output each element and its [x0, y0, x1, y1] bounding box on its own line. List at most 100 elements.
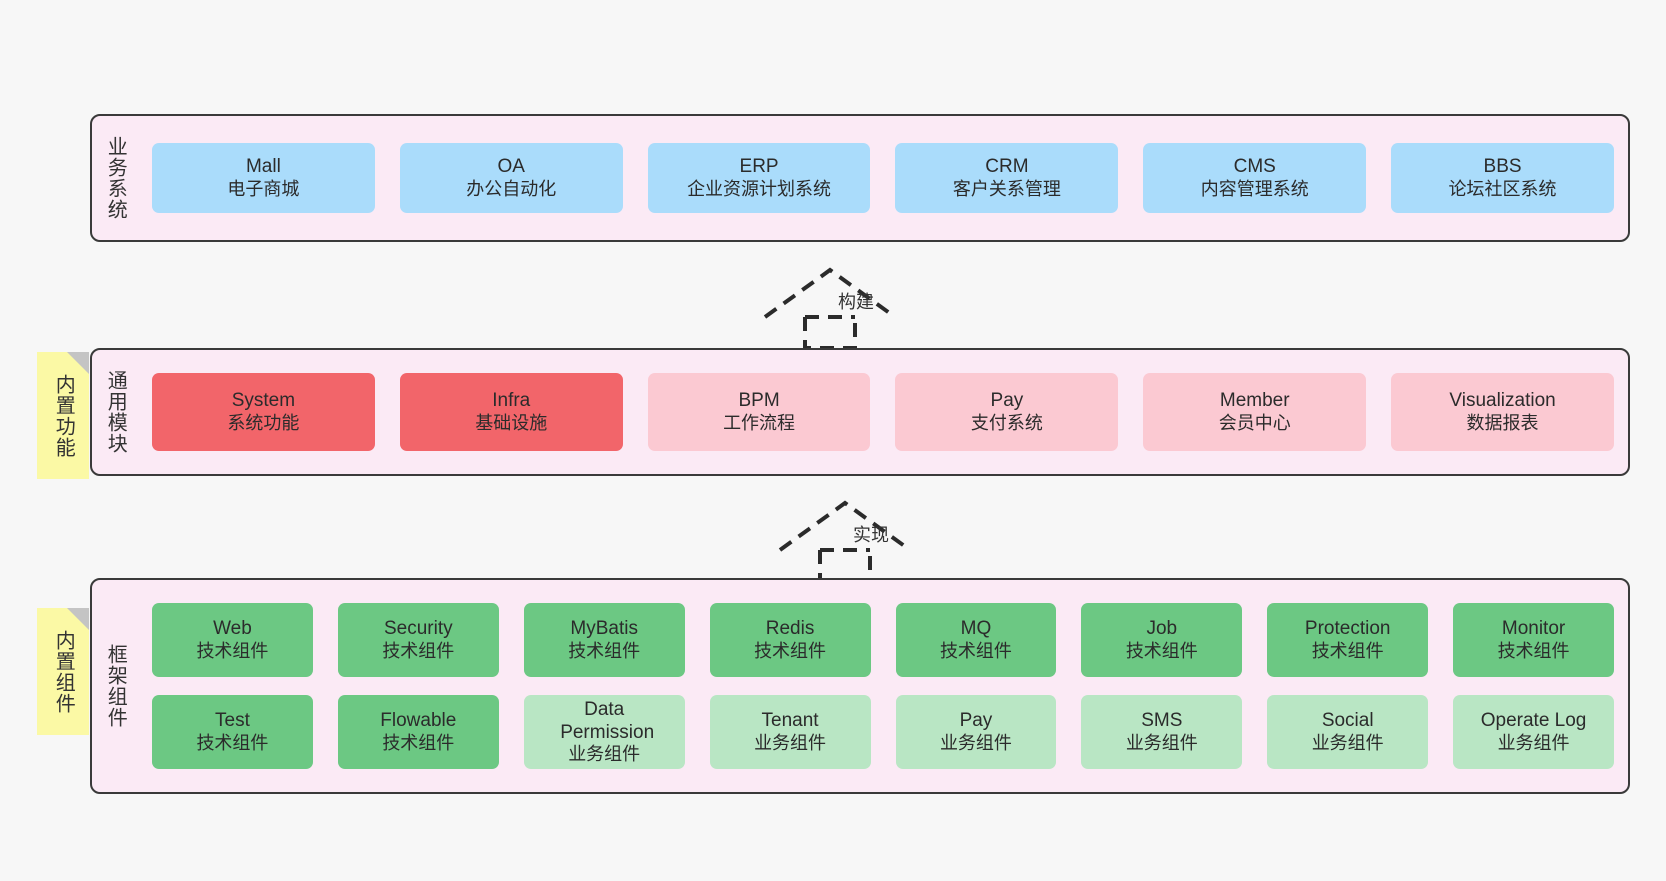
card-title: OA	[497, 156, 525, 178]
card-job[interactable]: Job 技术组件	[1081, 603, 1243, 677]
card-title: System	[231, 390, 296, 412]
card-pay-component[interactable]: Pay 业务组件	[895, 695, 1057, 769]
connector-build: 构建	[760, 262, 910, 350]
card-subtitle: 系统功能	[227, 412, 300, 433]
card-monitor[interactable]: Monitor 技术组件	[1453, 603, 1614, 677]
card-subtitle: 业务组件	[1497, 732, 1570, 753]
card-data-permission[interactable]: Data Permission 业务组件	[523, 695, 685, 769]
card-subtitle: 技术组件	[754, 640, 827, 661]
connector-implement-label: 实现	[853, 525, 889, 545]
card-sms[interactable]: SMS 业务组件	[1081, 695, 1243, 769]
card-title: Infra	[492, 390, 531, 412]
card-subtitle: 客户关系管理	[952, 178, 1061, 199]
card-cms[interactable]: CMS 内容管理系统	[1143, 143, 1367, 213]
connector-implement: 实现	[775, 495, 925, 583]
card-title: Tenant	[761, 710, 819, 732]
common-module-layer-label: 通用模块	[104, 370, 127, 454]
card-subtitle: 基础设施	[475, 412, 548, 433]
common-module-layer: 通用模块 System 系统功能 Infra 基础设施 BPM 工作流程 Pay	[90, 348, 1630, 476]
card-crm[interactable]: CRM 客户关系管理	[895, 143, 1119, 213]
card-title: BBS	[1483, 156, 1522, 178]
card-subtitle: 技术组件	[1125, 640, 1198, 661]
card-mybatis[interactable]: MyBatis 技术组件	[523, 603, 685, 677]
card-subtitle: 技术组件	[939, 640, 1012, 661]
card-infra[interactable]: Infra 基础设施	[399, 373, 623, 451]
card-title: Job	[1146, 618, 1178, 640]
card-visualization[interactable]: Visualization 数据报表	[1391, 373, 1614, 451]
card-protection[interactable]: Protection 技术组件	[1267, 603, 1429, 677]
card-title: Pay	[959, 710, 993, 732]
framework-component-layer-label: 框架组件	[104, 644, 127, 728]
card-title: BPM	[738, 390, 780, 412]
card-title: Monitor	[1501, 618, 1566, 640]
framework-biz-row: Test 技术组件 Flowable 技术组件 Data Permission …	[152, 695, 1614, 769]
card-subtitle: 企业资源计划系统	[687, 178, 832, 199]
card-subtitle: 会员中心	[1218, 412, 1291, 433]
card-title: Web	[213, 618, 252, 640]
card-subtitle: 业务组件	[754, 732, 827, 753]
build-arrow-icon	[763, 267, 897, 350]
framework-component-layer: 框架组件 Web 技术组件 Security 技术组件 MyBatis 技术组件…	[90, 578, 1630, 794]
card-subtitle: 技术组件	[196, 640, 269, 661]
card-title: Test	[215, 710, 250, 732]
card-subtitle: 内容管理系统	[1200, 178, 1309, 199]
card-member[interactable]: Member 会员中心	[1143, 373, 1367, 451]
card-subtitle: 论坛社区系统	[1448, 178, 1557, 199]
card-subtitle: 技术组件	[1311, 640, 1384, 661]
card-subtitle: 业务组件	[939, 732, 1012, 753]
card-subtitle: 支付系统	[970, 412, 1043, 433]
card-web[interactable]: Web 技术组件	[152, 603, 313, 677]
connector-build-label: 构建	[838, 292, 874, 312]
card-subtitle: 业务组件	[568, 744, 641, 765]
card-title: Protection	[1304, 618, 1391, 640]
card-title: ERP	[739, 156, 779, 178]
card-test[interactable]: Test 技术组件	[152, 695, 313, 769]
card-title: Mall	[245, 156, 281, 178]
note-label: 内置组件	[52, 629, 75, 714]
card-subtitle: 技术组件	[382, 640, 455, 661]
card-flowable[interactable]: Flowable 技术组件	[337, 695, 499, 769]
card-mq[interactable]: MQ 技术组件	[895, 603, 1057, 677]
card-oa[interactable]: OA 办公自动化	[399, 143, 623, 213]
card-subtitle: 业务组件	[1311, 732, 1384, 753]
card-title: MyBatis	[570, 618, 638, 640]
card-subtitle: 技术组件	[382, 732, 455, 753]
business-system-layer: 业务系统 Mall 电子商城 OA 办公自动化 ERP 企业资源计划系统 CRM	[90, 114, 1630, 242]
framework-component-cards: Web 技术组件 Security 技术组件 MyBatis 技术组件 Redi…	[138, 580, 1628, 792]
card-operate-log[interactable]: Operate Log 业务组件	[1453, 695, 1614, 769]
note-builtin-components: 内置组件	[37, 608, 89, 735]
card-subtitle: 技术组件	[1497, 640, 1570, 661]
card-redis[interactable]: Redis 技术组件	[709, 603, 871, 677]
card-bbs[interactable]: BBS 论坛社区系统	[1391, 143, 1614, 213]
card-title: SMS	[1141, 710, 1183, 732]
note-label: 内置功能	[52, 373, 75, 458]
card-system[interactable]: System 系统功能	[152, 373, 375, 451]
card-security[interactable]: Security 技术组件	[337, 603, 499, 677]
card-title: MQ	[960, 618, 992, 640]
card-title: Social	[1321, 710, 1374, 732]
card-bpm[interactable]: BPM 工作流程	[647, 373, 871, 451]
card-subtitle: 办公自动化	[466, 178, 557, 199]
framework-tech-row: Web 技术组件 Security 技术组件 MyBatis 技术组件 Redi…	[152, 603, 1614, 677]
card-pay-module[interactable]: Pay 支付系统	[895, 373, 1119, 451]
business-system-row: Mall 电子商城 OA 办公自动化 ERP 企业资源计划系统 CRM 客户关系…	[152, 143, 1614, 213]
card-tenant[interactable]: Tenant 业务组件	[709, 695, 871, 769]
card-subtitle: 业务组件	[1125, 732, 1198, 753]
card-subtitle: 电子商城	[227, 178, 300, 199]
business-system-layer-label: 业务系统	[104, 136, 127, 220]
card-mall[interactable]: Mall 电子商城	[152, 143, 375, 213]
card-title: Operate Log	[1480, 710, 1587, 732]
card-title: CRM	[985, 156, 1029, 178]
card-subtitle: 工作流程	[723, 412, 796, 433]
card-title: Redis	[765, 618, 815, 640]
card-title: Pay	[990, 390, 1024, 412]
card-title: Visualization	[1449, 390, 1556, 412]
business-system-cards: Mall 电子商城 OA 办公自动化 ERP 企业资源计划系统 CRM 客户关系…	[138, 116, 1628, 240]
card-erp[interactable]: ERP 企业资源计划系统	[647, 143, 871, 213]
card-title: Security	[383, 618, 453, 640]
card-subtitle: 数据报表	[1466, 412, 1539, 433]
implement-arrow-icon	[778, 500, 912, 583]
card-social[interactable]: Social 业务组件	[1267, 695, 1429, 769]
card-subtitle: 技术组件	[568, 640, 641, 661]
card-title: Flowable	[380, 710, 457, 732]
